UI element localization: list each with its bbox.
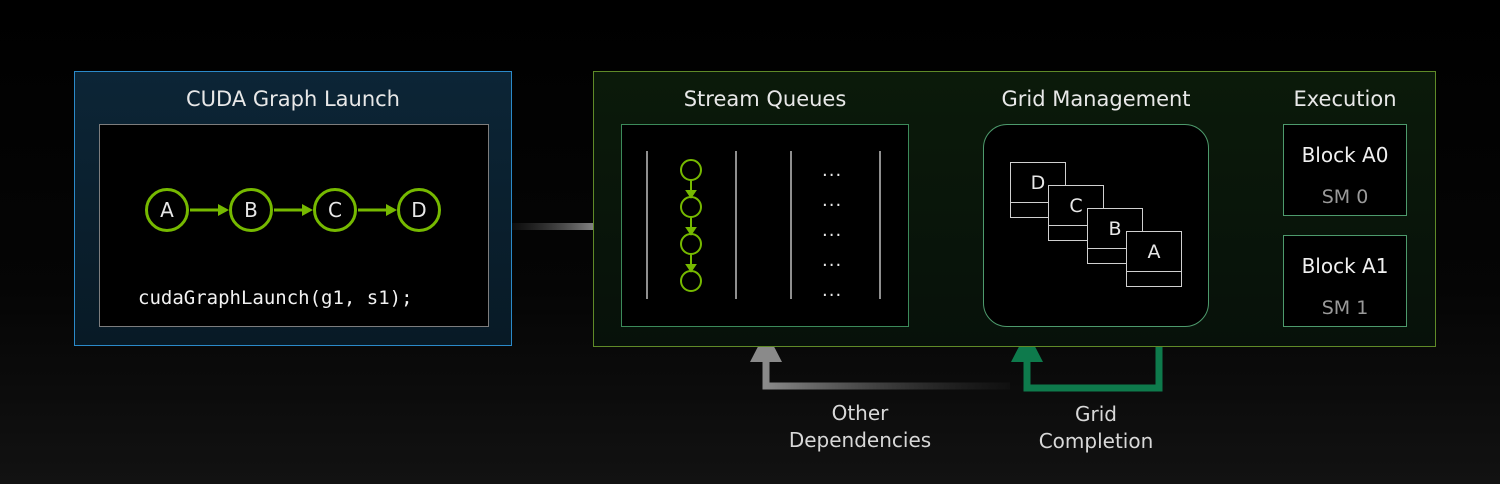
sm-label: SM 0 bbox=[1321, 186, 1369, 208]
queued-node bbox=[680, 196, 702, 218]
stream-queues-title: Stream Queues bbox=[683, 87, 847, 111]
queue-divider bbox=[790, 151, 792, 299]
grid-card-a: A bbox=[1126, 231, 1182, 287]
grid-completion-caption: Grid Completion bbox=[1038, 402, 1154, 453]
graph-node-d: D bbox=[397, 188, 441, 232]
queued-node bbox=[680, 159, 702, 181]
queue-divider bbox=[646, 151, 648, 299]
graph-node-a: A bbox=[145, 188, 189, 232]
queue-ellipsis: ... bbox=[822, 220, 843, 241]
edge-a-b bbox=[190, 204, 229, 216]
execution-title: Execution bbox=[1293, 87, 1397, 111]
queued-node bbox=[680, 233, 702, 255]
grid-management-title: Grid Management bbox=[1001, 87, 1191, 111]
queued-graph bbox=[680, 159, 702, 292]
edge-b-c bbox=[274, 204, 313, 216]
graph-node-c: C bbox=[313, 188, 357, 232]
stream-queues-box bbox=[621, 124, 909, 327]
block-label: Block A0 bbox=[1301, 143, 1389, 167]
other-dependencies-caption: Other Dependencies bbox=[788, 401, 932, 452]
queue-ellipsis: ... bbox=[822, 280, 843, 301]
queue-divider bbox=[735, 151, 737, 299]
sm-label: SM 1 bbox=[1321, 297, 1369, 319]
block-label: Block A1 bbox=[1301, 254, 1389, 278]
launch-code: cudaGraphLaunch(g1, s1); bbox=[138, 287, 413, 309]
execution-block-a1: Block A1 SM 1 bbox=[1283, 235, 1407, 327]
execution-block-a0: Block A0 SM 0 bbox=[1283, 124, 1407, 216]
queued-node bbox=[680, 270, 702, 292]
queue-ellipsis: ... bbox=[822, 190, 843, 211]
queue-ellipsis: ... bbox=[822, 160, 843, 181]
edge-c-d bbox=[358, 204, 397, 216]
queue-ellipsis: ... bbox=[822, 250, 843, 271]
queue-divider bbox=[879, 151, 881, 299]
cuda-graph-launch-title: CUDA Graph Launch bbox=[185, 87, 400, 111]
graph-node-b: B bbox=[229, 188, 273, 232]
